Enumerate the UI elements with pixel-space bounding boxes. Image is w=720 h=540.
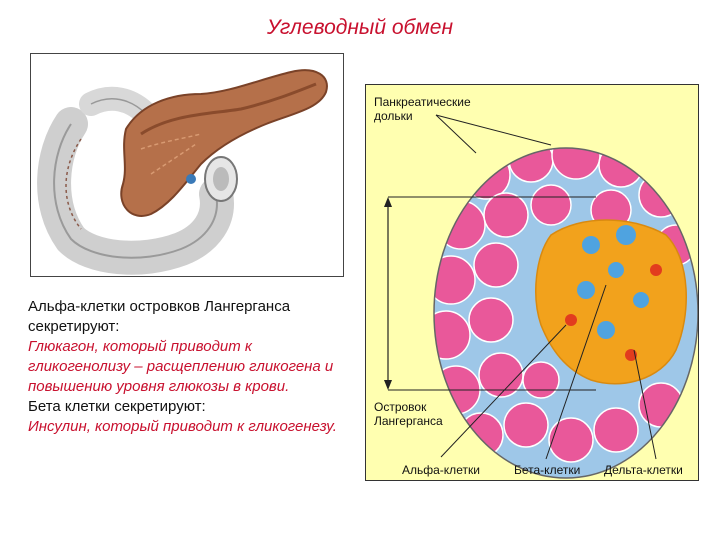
beta-description: Инсулин, который приводит к гликогенезу. xyxy=(28,418,337,435)
label-alpha-cells: Альфа-клетки xyxy=(402,463,480,477)
label-pancreatic-lobules: Панкреатические дольки xyxy=(374,95,471,123)
alpha-description: Глюкагон, который приводит к гликогеноли… xyxy=(28,338,334,395)
histology-panel: Панкреатические дольки Островок Лангерга… xyxy=(365,84,699,481)
beta-heading: Бета клетки секретируют: xyxy=(28,398,206,415)
alpha-heading: Альфа-клетки островков Лангерганса секре… xyxy=(28,298,291,335)
secretion-description: Альфа-клетки островков Лангерганса секре… xyxy=(28,297,348,437)
label-islet-langerhans: Островок Лангерганса xyxy=(374,400,443,428)
pancreas-illustration xyxy=(30,53,344,277)
label-delta-cells: Дельта-клетки xyxy=(604,463,683,477)
slide-title: Углеводный обмен xyxy=(266,16,454,39)
label-beta-cells: Бета-клетки xyxy=(514,463,581,477)
